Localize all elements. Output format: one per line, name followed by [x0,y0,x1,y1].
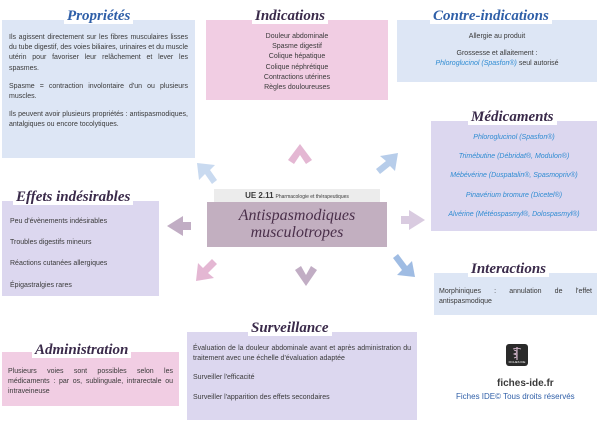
contre-indications-title: Contre-indications [430,8,552,24]
fiches-ide-logo: FICHES IDE [506,344,528,366]
contre-indication-allergie: Allergie au produit [468,33,526,40]
arrow-down-icon [295,266,317,286]
medicament-item: Mébévérine (Duspatalin®, Spasmopriv®) [450,172,578,180]
effet-item: Troubles digestifs mineurs [10,239,92,247]
indication-item: Douleur abdominale [265,33,329,40]
interactions-box: Morphiniques : annulation de l'effet ant… [434,273,597,315]
interactions-text: Morphiniques : annulation de l'effet ant… [439,288,592,306]
medicaments-title: Médicaments [468,109,557,125]
effet-item: Épigastralgies rares [10,281,72,289]
administration-text: Plusieurs voies sont possibles selon les… [8,368,173,396]
arrow-up-icon [288,144,312,164]
effet-item: Réactions cutanées allergiques [10,260,108,268]
central-topic-box: Antispasmodiques musculotropes [207,202,387,247]
interactions-title: Interactions [468,261,550,277]
surveillance-title: Surveillance [248,320,332,336]
effet-item: Peu d'évènements indésirables [10,218,108,225]
logo-text: FICHES IDE [508,360,526,364]
surveillance-item: Surveiller l'apparition des effets secon… [193,393,330,401]
arrow-left-icon [167,216,191,236]
medicament-item: Pinavérium bromure (Dicetel®) [465,191,563,199]
proprietes-text-3: Ils peuvent avoir plusieurs propriétés :… [9,111,188,129]
arrow-down-left-icon [196,259,217,281]
arrow-up-right-icon [376,153,398,174]
phloroglucinol-name: Phloroglucinol (Spasfon®) [435,60,517,68]
site-name[interactable]: fiches-ide.fr [497,378,554,389]
medicaments-box: Phloroglucinol (Spasfon®) Trimébutine (D… [431,121,597,231]
ue-label: Pharmacologie et thérapeutiques [275,194,349,200]
medicament-item: Trimébutine (Débridat®, Modulon®) [458,153,570,161]
indication-item: Règles douloureuses [264,84,330,92]
proprietes-box: Ils agissent directement sur les fibres … [2,20,195,158]
indication-item: Contractions utérines [263,73,331,81]
medicament-item: Alvérine (Météospasmyl®, Dolospasmyl®) [448,210,580,218]
central-title-line-1: Antispasmodiques [238,207,356,224]
indication-item: Colique néphrétique [265,63,329,71]
effets-indesirables-box: Peu d'évènements indésirables Troubles d… [2,201,159,296]
arrow-down-right-icon [393,254,415,277]
contre-indication-grossesse: Grossesse et allaitement : [456,50,538,58]
surveillance-box: Évaluation de la douleur abdominale avan… [187,332,417,420]
administration-title: Administration [32,342,132,358]
contre-indications-box: Allergie au produit Grossesse et allaite… [397,20,597,82]
surveillance-item: Surveiller l'efficacité [193,374,255,382]
administration-box: Plusieurs voies sont possibles selon les… [2,352,179,406]
ue-code: UE 2.11 [245,191,274,200]
proprietes-title: Propriétés [64,8,134,24]
caduceus-icon [512,347,522,360]
copyright-text: Fiches IDE© Tous droits réservés [456,392,575,401]
indication-item: Colique hépatique [268,53,326,61]
arrow-up-left-icon [197,163,217,184]
surveillance-item: Évaluation de la douleur abdominale avan… [193,345,411,363]
arrow-right-icon [401,210,425,230]
indications-box: Douleur abdominale Spasme digestif Coliq… [206,20,388,100]
proprietes-text-2: Spasme = contraction involontaire d'un o… [9,82,188,101]
central-title-line-2: musculotropes [250,224,344,241]
effets-indesirables-title: Effets indésirables [13,189,134,205]
indication-item: Spasme digestif [272,43,322,51]
medicament-item: Phloroglucinol (Spasfon®) [473,134,555,141]
ue-label-box: UE 2.11 Pharmacologie et thérapeutiques [214,189,380,202]
seul-autorise-text: seul autorisé [516,60,559,68]
proprietes-text-1: Ils agissent directement sur les fibres … [9,34,188,72]
indications-title: Indications [252,8,329,24]
